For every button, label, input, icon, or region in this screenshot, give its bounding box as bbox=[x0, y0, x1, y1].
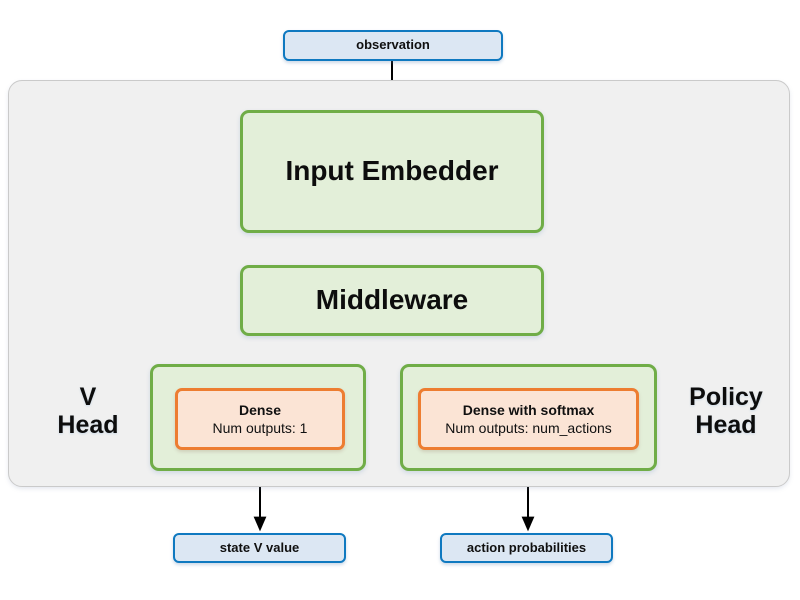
node-dense[interactable]: Dense Num outputs: 1 bbox=[175, 388, 345, 450]
node-action-probabilities-label: action probabilities bbox=[466, 539, 587, 555]
node-input-embedder[interactable]: Input Embedder bbox=[240, 110, 544, 233]
label-v-head: V Head bbox=[36, 383, 140, 439]
node-dense-subtitle: Num outputs: 1 bbox=[212, 419, 308, 436]
node-action-probabilities[interactable]: action probabilities bbox=[440, 533, 613, 563]
label-policy-head: Policy Head bbox=[664, 383, 788, 439]
node-state-v-value[interactable]: state V value bbox=[173, 533, 346, 563]
node-state-v-value-label: state V value bbox=[219, 539, 300, 555]
node-dense-title: Dense bbox=[238, 402, 282, 419]
label-policy-head-line1: Policy bbox=[689, 383, 763, 411]
node-dense-with-softmax-title: Dense with softmax bbox=[462, 402, 595, 419]
label-policy-head-line2: Head bbox=[695, 411, 757, 439]
node-input-embedder-label: Input Embedder bbox=[285, 155, 499, 187]
node-dense-with-softmax[interactable]: Dense with softmax Num outputs: num_acti… bbox=[418, 388, 639, 450]
node-middleware-label: Middleware bbox=[315, 284, 469, 316]
label-v-head-line1: V bbox=[79, 383, 97, 411]
node-observation-label: observation bbox=[356, 37, 430, 53]
node-middleware[interactable]: Middleware bbox=[240, 265, 544, 336]
node-observation[interactable]: observation bbox=[283, 30, 503, 61]
node-dense-with-softmax-subtitle: Num outputs: num_actions bbox=[445, 419, 612, 436]
label-v-head-line2: Head bbox=[57, 411, 119, 439]
